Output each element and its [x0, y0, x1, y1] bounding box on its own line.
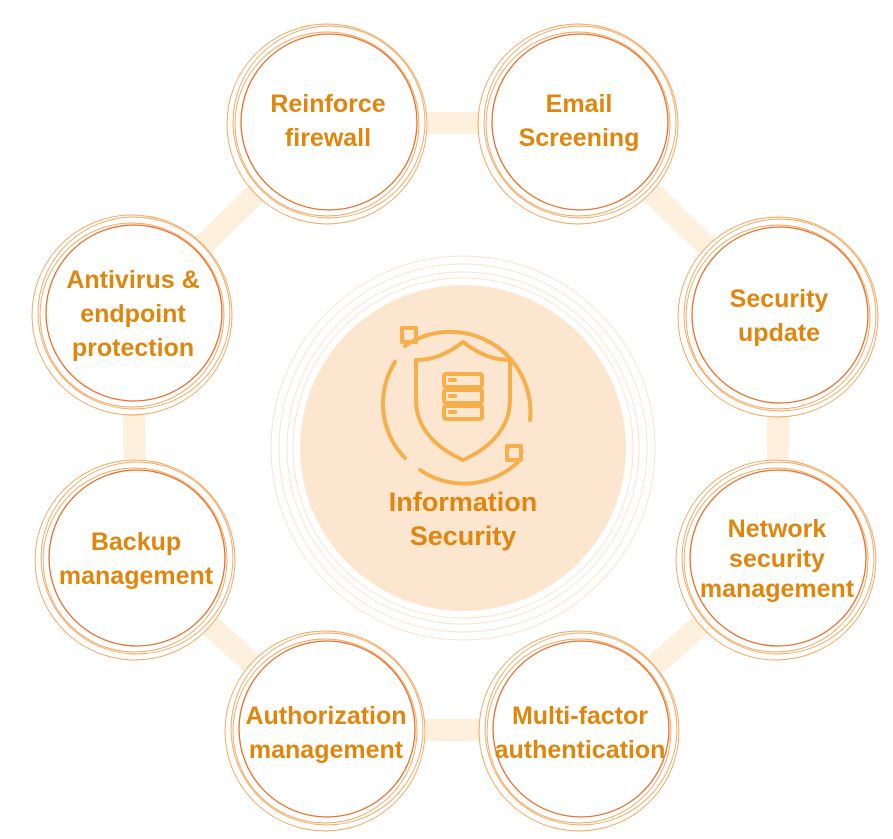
node-label-line: Email [545, 90, 613, 118]
node-ring-line [45, 224, 223, 402]
node-ring-line [683, 218, 877, 412]
node-ring-line [485, 31, 671, 217]
node-label-line: endpoint [80, 300, 186, 328]
node-label-line: protection [71, 334, 195, 362]
node-label-line: Security [729, 285, 829, 313]
node-ring-line [232, 638, 418, 824]
node-disc [679, 216, 879, 416]
node-ring-line [491, 33, 669, 211]
node-ring-line [40, 461, 234, 655]
center-halo-ring [270, 255, 656, 641]
node-ring-line [689, 469, 867, 647]
node-ring-line [478, 630, 680, 832]
node-ring-security-update [677, 216, 879, 418]
node-ring-line [234, 31, 420, 217]
node-label-line: Authorization [245, 702, 407, 730]
node-ring-network-security-management [675, 459, 877, 661]
node-label-line: management [58, 562, 214, 590]
center-node [270, 255, 656, 641]
node-ring-line [492, 640, 670, 818]
node-label-line: Antivirus & [66, 266, 200, 294]
node-label-line: update [738, 319, 820, 347]
node-disc [480, 630, 680, 830]
node-label-multi-factor-authentication: Multi-factor authentication [495, 699, 666, 767]
node-rings [31, 23, 879, 832]
node-label-line: Backup [90, 528, 182, 556]
node-label-line: Reinforce [270, 90, 386, 118]
center-label-line1: Information [388, 487, 538, 517]
node-ring-line [484, 632, 678, 826]
node-ring-antivirus-endpoint-protection [31, 214, 233, 416]
node-ring-authorization-management [224, 630, 426, 832]
center-halo-ring [292, 277, 634, 619]
node-ring-line [39, 222, 225, 408]
node-ring-line [683, 467, 869, 653]
node-ring-backup-management [34, 459, 236, 661]
node-ring-multi-factor-authentication [478, 630, 680, 832]
node-disc [33, 214, 233, 414]
node-label-email-screening: Email Screening [519, 87, 640, 155]
center-halo-rings [270, 255, 656, 641]
shield-server-icon [380, 326, 533, 486]
node-label-reinforce-firewall: Reinforce firewall [270, 87, 385, 155]
node-disc [677, 459, 877, 659]
node-ring-line [486, 638, 672, 824]
center-label: Information Security [389, 485, 538, 553]
node-disc [226, 630, 426, 830]
node-ring-line [483, 25, 677, 219]
node-label-line: management [699, 575, 855, 603]
node-ring-line [42, 467, 228, 653]
node-disc [36, 459, 236, 659]
node-ring-line [675, 459, 877, 661]
node-ring-line [685, 224, 871, 410]
node-ring-line [224, 630, 426, 832]
node-ring-line [240, 33, 418, 211]
node-ring-line [238, 640, 416, 818]
node-ring-line [691, 226, 869, 404]
node-label-line: firewall [284, 124, 372, 152]
node-label-security-update: Security update [730, 282, 829, 350]
node-ring-email-screening [477, 23, 679, 225]
node-ring-line [48, 469, 226, 647]
node-label-line: Screening [518, 124, 640, 152]
node-disc [479, 23, 679, 223]
node-ring-line [230, 632, 424, 826]
node-ring-line [232, 25, 426, 219]
center-halo-ring [286, 271, 640, 625]
node-label-antivirus-endpoint-protection: Antivirus & endpoint protection [66, 263, 199, 365]
node-ring-line [31, 214, 233, 416]
center-disc [300, 285, 626, 611]
node-ring-line [37, 216, 231, 410]
node-label-backup-management: Backup management [59, 525, 213, 593]
node-disc [228, 23, 428, 223]
node-label-network-security-management: Network security management [700, 514, 854, 604]
node-label-line: security [729, 545, 825, 573]
node-ring-line [226, 23, 428, 225]
node-label-line: Multi-factor [511, 702, 649, 730]
node-ring-line [34, 459, 236, 661]
center-label-line2: Security [409, 521, 517, 551]
node-label-line: authentication [494, 736, 666, 764]
center-halo-ring [278, 263, 648, 633]
node-label-line: management [248, 736, 404, 764]
node-ring-line [677, 216, 879, 418]
node-label-line: Network [727, 515, 827, 543]
node-ring-line [681, 461, 875, 655]
node-ring-reinforce-firewall [226, 23, 428, 225]
node-ring-line [477, 23, 679, 225]
node-label-authorization-management: Authorization management [245, 699, 406, 767]
